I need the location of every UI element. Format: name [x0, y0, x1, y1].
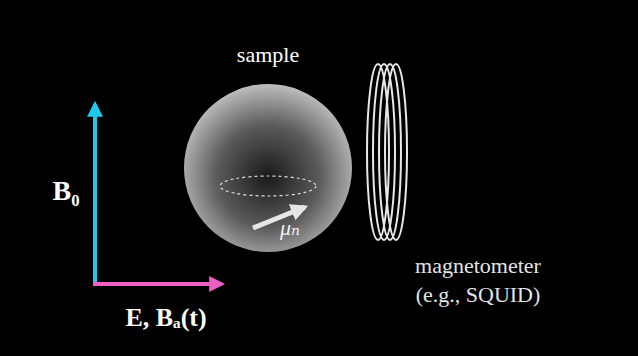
magnetometer-label: magnetometer (e.g., SQUID) [398, 252, 558, 309]
coil-loop [385, 64, 407, 240]
b0-label: B₀ [52, 175, 79, 207]
b0-arrow [93, 104, 97, 286]
moment-label: μₙ [280, 215, 300, 241]
sample-sphere: sample [183, 83, 353, 253]
e-field-arrow [93, 282, 222, 286]
sample-label: sample [183, 41, 353, 70]
sphere [184, 84, 352, 252]
field-label: E, Bₐ(t) [125, 303, 206, 333]
magnetometer-coil: magnetometer (e.g., SQUID) [365, 60, 410, 245]
sample-sphere-shape [183, 83, 353, 253]
precession-orbit [220, 176, 316, 196]
coil-loop [379, 64, 401, 240]
magnetometer-coil-shape [365, 60, 410, 245]
